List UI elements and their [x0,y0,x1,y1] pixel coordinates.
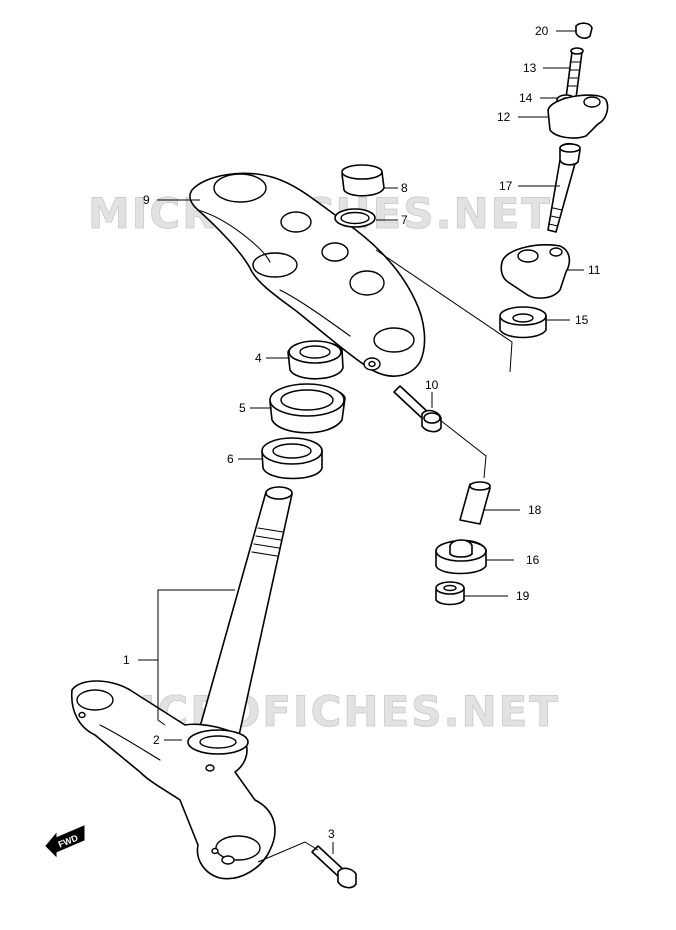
callout-17: 17 [499,179,513,193]
callout-7: 7 [401,213,408,227]
callout-10: 10 [425,378,439,392]
leader-1 [138,589,235,661]
callout-4: 4 [255,351,262,365]
leader-1b [157,660,166,726]
callout-13: 13 [523,61,537,75]
part-upper-bracket [189,172,426,377]
part-bolt-upper [393,385,442,433]
part-handlebar-holder-upper [547,94,609,139]
part-handlebar-holder-lower [500,243,571,299]
part-cushion-upper [499,306,547,339]
callout-6: 6 [227,452,234,466]
part-cap [341,164,385,197]
callout-18: 18 [528,503,542,517]
part-spacer [459,481,491,525]
callout-12: 12 [497,110,511,124]
part-dust-seal [269,383,346,434]
callout-5: 5 [239,401,246,415]
part-steering-stem [70,486,293,880]
axis-line-right-lower [439,419,487,479]
callout-2: 2 [153,733,160,747]
callout-14: 14 [519,91,533,105]
callout-19: 19 [516,589,530,603]
callout-20: 20 [535,24,549,38]
part-washer [334,208,376,228]
part-cushion-lower [435,539,487,575]
part-nut [435,581,465,606]
callout-1: 1 [123,653,130,667]
part-bolt-lower [311,845,357,889]
part-bolt-cap [575,22,593,39]
callout-11: 11 [588,263,601,277]
forward-arrow-icon: FWD [45,825,85,858]
part-long-bolt [547,142,581,233]
callout-9: 9 [143,193,150,207]
axis-line-right-upper [375,249,513,373]
part-stem-nut [287,340,344,380]
part-handlebar-bolt [565,47,584,99]
callout-3: 3 [328,827,335,841]
callout-16: 16 [526,553,540,567]
axis-line-bolt-3 [257,841,319,863]
callout-15: 15 [575,313,589,327]
part-bearing [261,437,323,480]
callout-8: 8 [401,181,408,195]
